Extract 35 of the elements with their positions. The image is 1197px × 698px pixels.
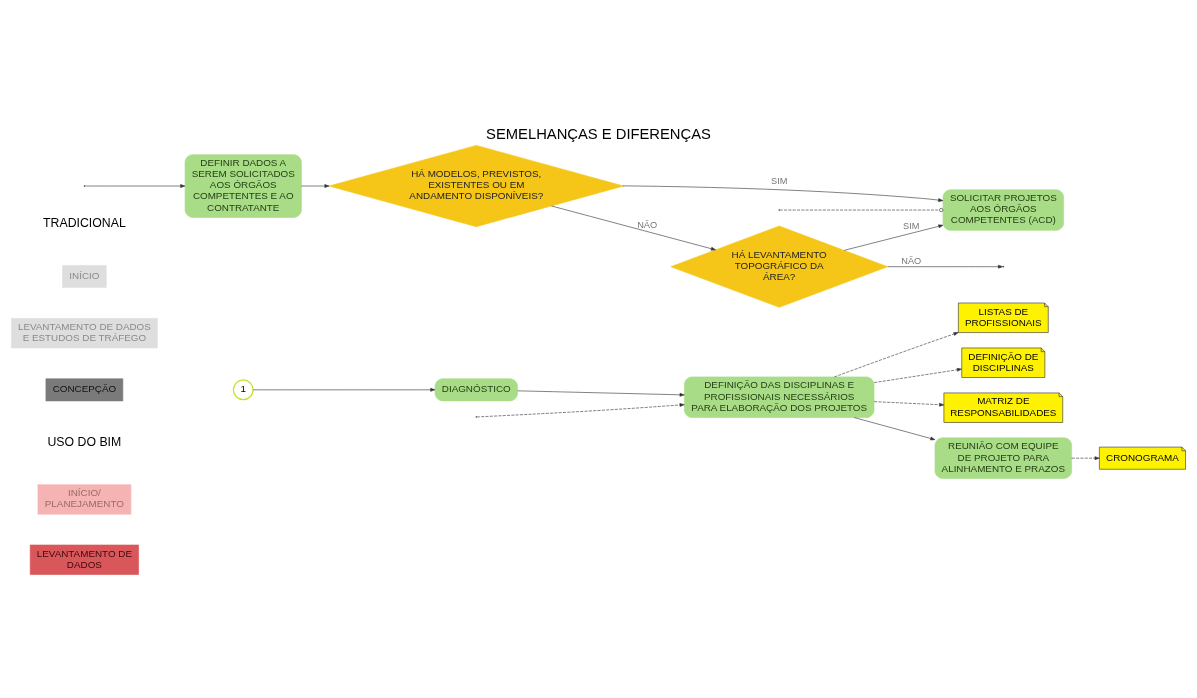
edge-label: SIM <box>903 220 920 231</box>
edge-label: SIM <box>771 175 788 186</box>
node-box: DEFINIÇÃO DAS DISCIPLINAS E PROFISSIONAIS NECESSÁRIOS PARA ELABORAÇÃO DOS PROJETOS <box>684 376 875 418</box>
node-box: INÍCIO/ PLANEJAMENTO <box>37 483 132 514</box>
arrow <box>853 416 936 440</box>
node-box: INÍCIO <box>62 264 107 288</box>
node-box: DIAGNÓSTICO <box>434 377 518 401</box>
edge-label: NÃO <box>901 255 922 266</box>
arrow <box>873 400 945 407</box>
arrow <box>252 387 436 392</box>
arrow <box>887 264 1003 268</box>
arrow <box>517 390 685 397</box>
node-box: REUNIÃO COM EQUIPE DE PROJETO PARA ALINHAMENTO E PRAZOS <box>934 437 1072 479</box>
arrow <box>476 402 685 417</box>
edge-label: NÃO <box>637 219 658 230</box>
arrow <box>873 367 962 383</box>
label: USO DO BIM <box>47 434 122 449</box>
arrow <box>551 205 716 250</box>
node-diamond: HÁ LEVANTAMENTO TOPOGRÁFICO DA ÁREA? <box>670 225 888 308</box>
node-box: SOLICITAR PROJETOS AOS ÓRGÃOS COMPETENTES (ACD) <box>942 188 1064 231</box>
arrow <box>834 331 959 377</box>
node-circle: 1 <box>232 378 254 400</box>
arrow <box>844 224 944 251</box>
node-diamond: HÁ MODELOS, PREVISTOS, EXISTENTES OU EM ANDAMENTO DISPONÍVEIS? <box>328 144 624 227</box>
diagram-title: SEMELHANÇAS E DIFERENÇAS <box>486 125 711 142</box>
label: TRADICIONAL <box>43 215 126 230</box>
arrow <box>301 183 330 188</box>
node-box: LEVANTAMENTO DE DADOS <box>29 544 139 575</box>
arrow <box>84 183 186 188</box>
arrow <box>1071 455 1100 460</box>
node-box: CONCEPÇÃO <box>45 377 124 401</box>
node-box: LEVANTAMENTO DE DADOS E ESTUDOS DE TRÁFEGO <box>11 317 158 348</box>
connector <box>779 209 940 210</box>
node-box: DEFINIR DADOS A SEREM SOLICITADOS AOS ÓRGÃOS COMPETENTES E AO CONTRATANTE <box>184 153 302 218</box>
arrow <box>622 185 944 202</box>
